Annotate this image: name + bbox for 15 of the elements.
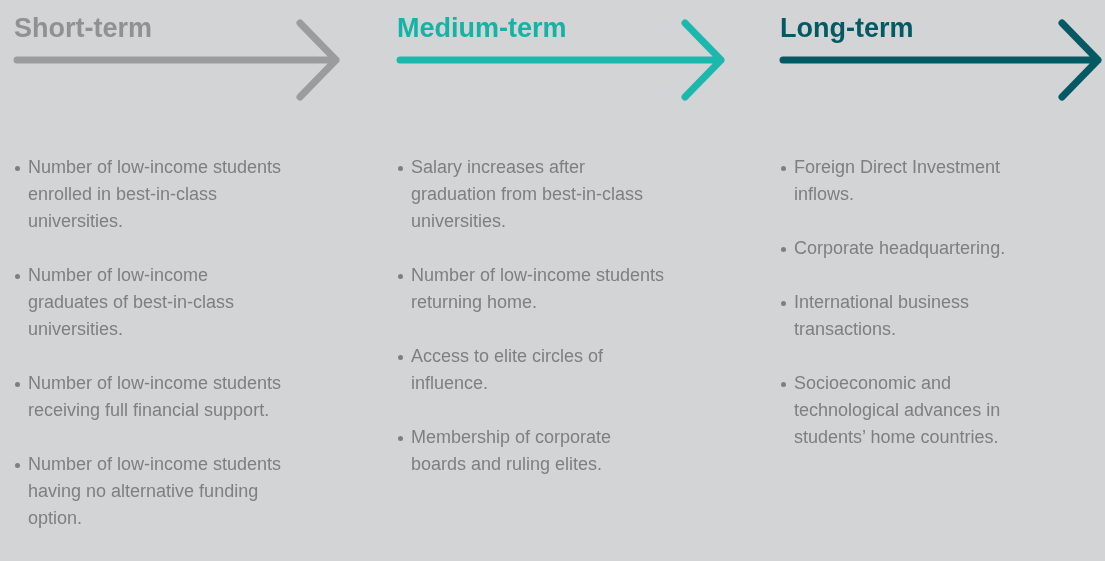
bullet-text: Membership of corporate boards and ruling elites. [397, 424, 667, 478]
bullet-text: International business transactions. [780, 289, 1050, 343]
bullet-text: Number of low-income students enrolled in best-in-class universities. [14, 154, 284, 235]
column-heading: Short-term [14, 12, 152, 45]
column-heading: Long-term [780, 12, 914, 45]
bullet-text: Foreign Direct Investment inflows. [780, 154, 1050, 208]
bullet-text: Number of low-income students having no alternative funding option. [14, 451, 284, 532]
column-heading: Medium-term [397, 12, 567, 45]
bullet-text: Socioeconomic and technological advances in students’ home countries. [780, 370, 1050, 451]
bullet-text: Number of low-income students returning home. [397, 262, 667, 316]
bullet-text: Salary increases after graduation from best-in-class universities. [397, 154, 667, 235]
bullet-text: Access to elite circles of influence. [397, 343, 667, 397]
bullet-text: Number of low-income graduates of best-in-class universities. [14, 262, 284, 343]
bullet-text: Corporate headquartering. [780, 235, 1050, 262]
bullet-text: Number of low-income students receiving full financial support. [14, 370, 284, 424]
